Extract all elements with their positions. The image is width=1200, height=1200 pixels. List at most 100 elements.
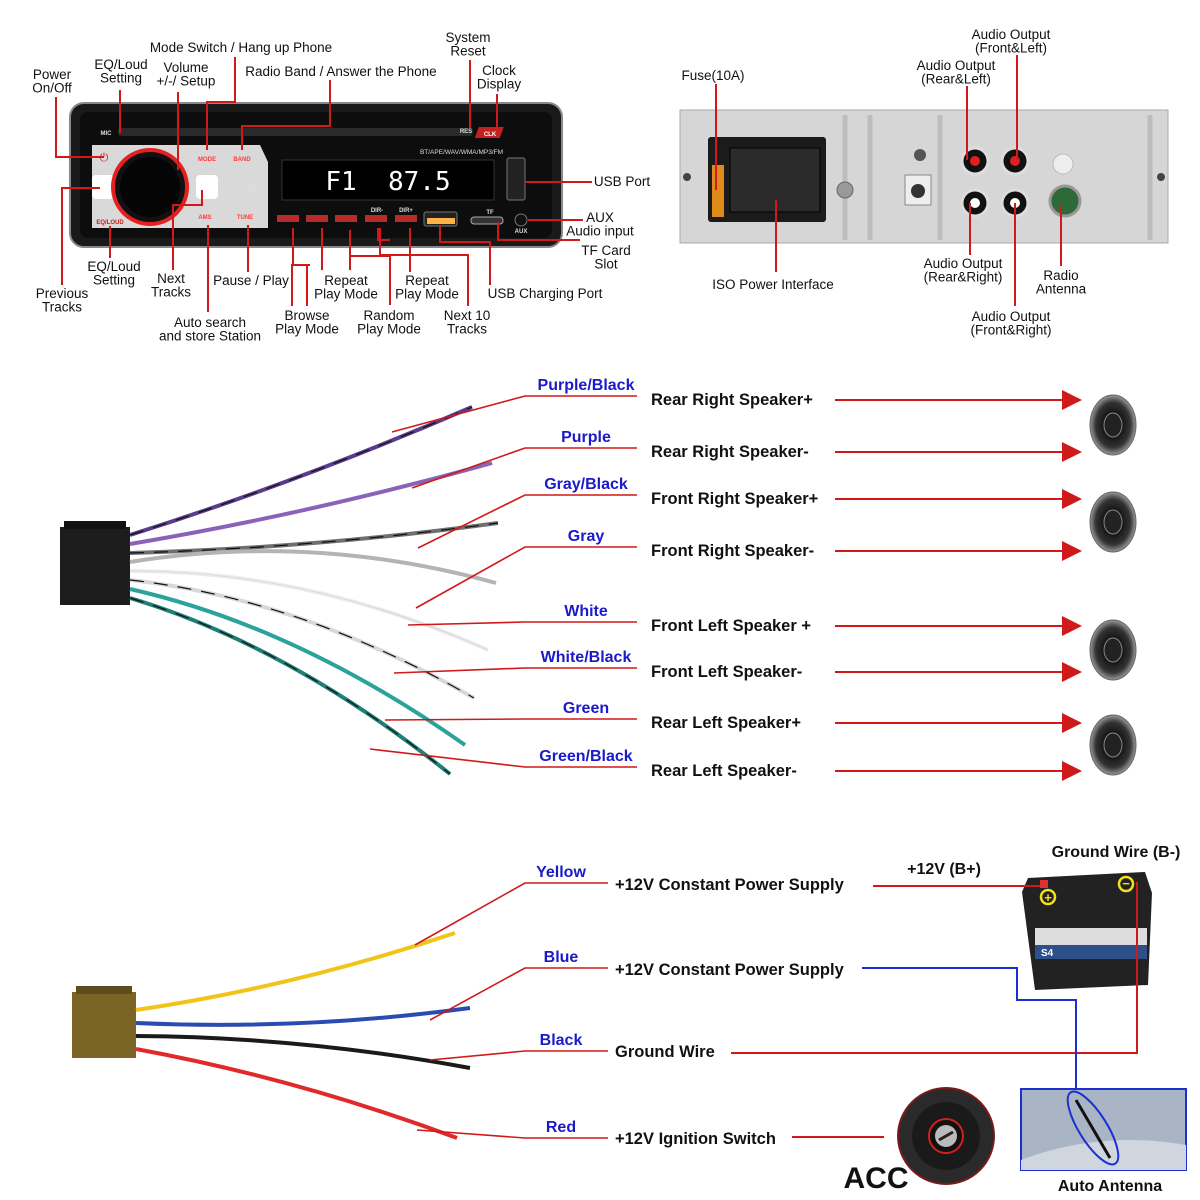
ignition-switch <box>897 1087 995 1185</box>
ground-label: Ground Wire (B-) <box>1052 844 1181 861</box>
tf-card-slot[interactable] <box>470 216 504 225</box>
leader-line <box>393 667 637 674</box>
wire-color-label: Green <box>563 700 609 717</box>
next-button[interactable] <box>196 175 218 199</box>
front-label-7: USB Port <box>594 174 651 189</box>
aux-jack[interactable] <box>514 213 528 227</box>
mic-label: MIC <box>101 131 113 137</box>
front-label-0: Mode Switch / Hang up Phone <box>150 40 332 55</box>
clock-button[interactable] <box>474 127 504 138</box>
power-wire <box>135 1047 458 1140</box>
wire-color-label: Blue <box>544 949 579 966</box>
rear-label-4: Audio Output(Rear&Right) <box>924 256 1003 285</box>
front-label-line: TF Card <box>581 243 631 258</box>
front-label-line: Mode Switch / Hang up Phone <box>150 40 332 55</box>
preset-2-button[interactable] <box>306 215 328 222</box>
ams-button[interactable]: AMS <box>198 215 211 221</box>
leader-line <box>417 494 637 549</box>
screw <box>836 181 854 199</box>
leader-line <box>391 395 637 433</box>
wire-color-label: Purple <box>561 429 611 446</box>
tune-button[interactable]: TUNE <box>237 215 253 221</box>
preset-4-button[interactable] <box>365 215 387 222</box>
wire-color-label: Green/Black <box>539 748 632 765</box>
dir-plus-label: DIR+ <box>399 208 413 214</box>
front-label-line: Next <box>157 271 185 286</box>
formats-label: BT/APE/WAV/WMA/MP3/FM <box>420 149 503 156</box>
power-rows: Yellow+12V Constant Power SupplyBlue+12V… <box>414 864 845 1148</box>
front-label-line: Play Mode <box>314 287 378 302</box>
usb-port[interactable] <box>506 157 526 201</box>
rear-label-line: Fuse(10A) <box>681 68 744 83</box>
reset-button[interactable]: RES <box>460 129 472 135</box>
speaker-icon <box>1089 491 1137 553</box>
speaker-function-label: Rear Right Speaker+ <box>651 391 813 409</box>
speaker-function-label: Front Left Speaker + <box>651 617 811 635</box>
front-label-line: Pause / Play <box>213 273 289 288</box>
front-label-3: Volume+/-/ Setup <box>157 60 216 89</box>
power-icon[interactable]: ⏻ <box>100 152 109 164</box>
front-label-line: Auto search <box>174 315 246 330</box>
wire-color-label: Purple/Black <box>538 377 635 394</box>
speaker-function-label: Rear Left Speaker- <box>651 762 797 780</box>
aux-label: AUX <box>515 229 528 235</box>
preset-5-button[interactable] <box>395 215 417 222</box>
wire-color-label: White/Black <box>541 649 632 666</box>
front-label-4: Radio Band / Answer the Phone <box>245 64 436 79</box>
auto-antenna-photo <box>1020 1088 1187 1171</box>
power-harness <box>72 986 136 1058</box>
front-label-line: Repeat <box>405 273 449 288</box>
wire-color-label: Red <box>546 1119 576 1136</box>
front-label-line: EQ/Loud <box>87 259 140 274</box>
power-function-label: +12V Constant Power Supply <box>615 876 845 894</box>
leader-line <box>429 1050 608 1061</box>
previous-button[interactable] <box>92 175 114 199</box>
front-label-line: Volume <box>163 60 208 75</box>
speaker-wire <box>129 596 452 776</box>
speaker-function-label: Front Right Speaker- <box>651 542 814 560</box>
battery: S4 + − <box>1022 872 1152 990</box>
front-label-line: On/Off <box>32 81 72 96</box>
preset-buttons <box>277 215 417 222</box>
rear-labels: Fuse(10A)Audio Output(Front&Left)Audio O… <box>681 27 1086 338</box>
rear-label-3: ISO Power Interface <box>712 277 834 292</box>
front-label-line: and store Station <box>159 329 261 344</box>
rear-label-6: Audio Output(Front&Right) <box>970 309 1051 338</box>
front-label-line: Random <box>363 308 414 323</box>
front-label-line: Tracks <box>42 300 82 315</box>
power-function-label: Ground Wire <box>615 1043 715 1061</box>
eq-loud-button[interactable]: EQ/LOUD <box>96 220 124 226</box>
speakers <box>1089 394 1137 776</box>
rear-label-line: Audio Output <box>972 27 1051 42</box>
preset-3-button[interactable] <box>335 215 357 222</box>
clock-button-label: CLK <box>484 132 497 138</box>
preset-1-button[interactable] <box>277 215 299 222</box>
ir-sensor: IR <box>247 184 258 196</box>
mode-button[interactable]: MODE <box>198 157 216 163</box>
speaker-icon <box>1089 619 1137 681</box>
band-button[interactable]: BAND <box>233 157 251 163</box>
front-label-line: Browse <box>284 308 329 323</box>
power-wire <box>135 1006 471 1027</box>
front-label-line: System <box>445 30 490 45</box>
front-label-line: Power <box>33 67 72 82</box>
leader-line <box>384 718 637 721</box>
front-label-line: Setting <box>93 273 135 288</box>
front-label-line: +/-/ Setup <box>157 74 216 89</box>
front-label-line: Slot <box>594 257 618 272</box>
front-label-line: Radio Band / Answer the Phone <box>245 64 436 79</box>
power-function-label: +12V Ignition Switch <box>615 1130 776 1148</box>
speaker-function-label: Rear Right Speaker- <box>651 443 809 461</box>
front-label-line: Next 10 <box>444 308 491 323</box>
acc-label: ACC <box>844 1162 909 1195</box>
